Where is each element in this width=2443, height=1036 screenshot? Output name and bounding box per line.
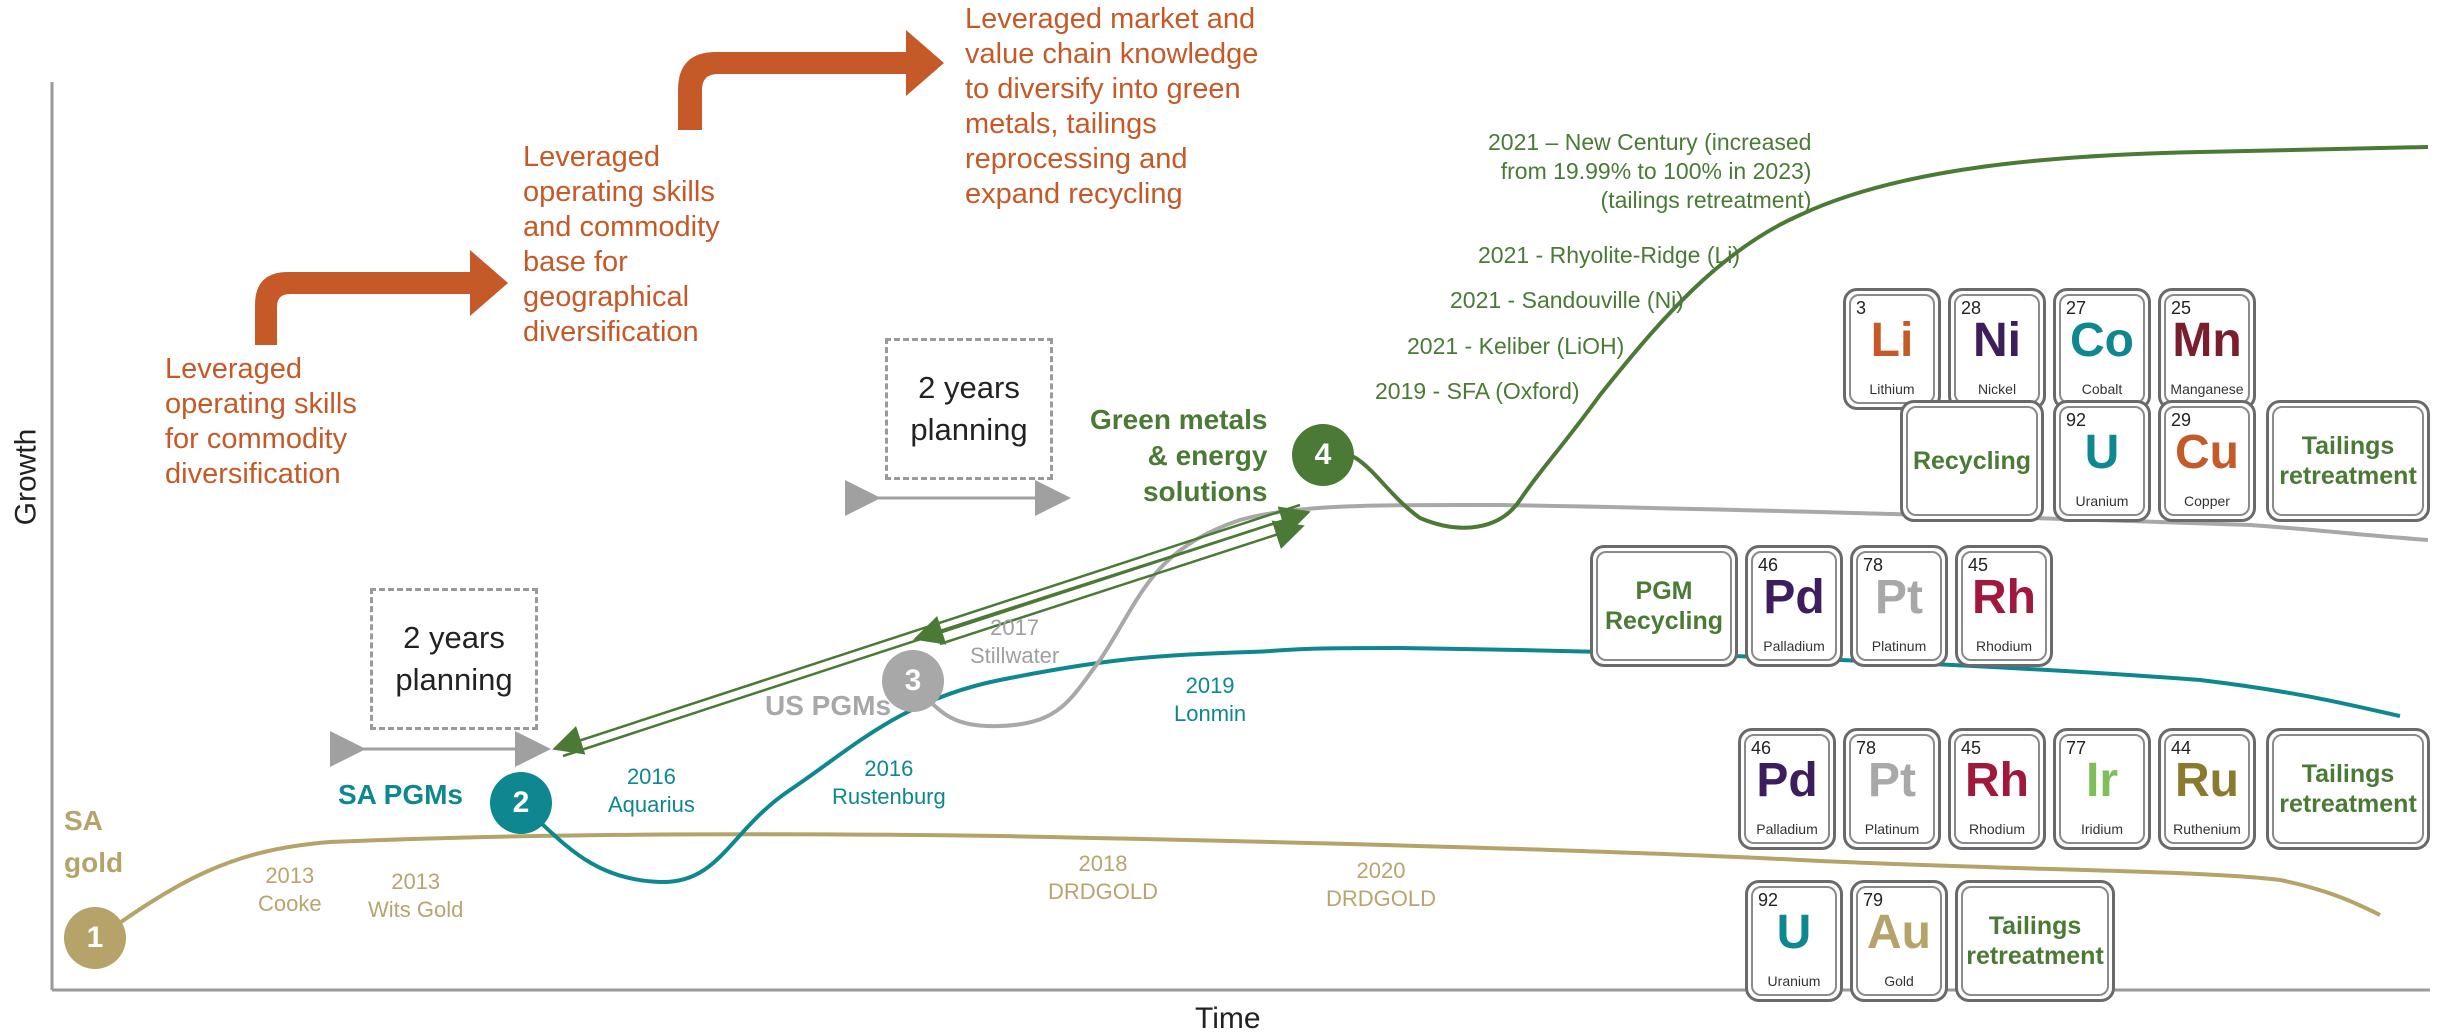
gold-curve (93, 832, 2381, 942)
x-axis-label: Time (1195, 1002, 1261, 1035)
event-new-century: 2021 – New Century (increased from 19.99… (1488, 129, 1812, 213)
event-lonmin: 2019 Lonmin (1174, 673, 1247, 726)
event-rustenburg: 2016 Rustenburg (832, 756, 946, 809)
tailings-tile-gold: Tailings retreatment (1955, 880, 2115, 1002)
phase3-text: Leveraged market and value chain knowled… (965, 3, 1259, 210)
event-aquarius: 2016 Aquarius (608, 764, 695, 817)
sa-pgm-curve (538, 645, 2401, 885)
stage-4-name: Green metals & energy solutions (1090, 404, 1268, 507)
stage-1-name: SA gold (64, 805, 124, 878)
stage-3-name: US PGMs (765, 690, 892, 721)
tailings-tile-green: Tailings retreatment (2266, 400, 2430, 522)
event-drdgold-2020: 2020 DRDGOLD (1326, 858, 1437, 911)
recycling-tile: Recycling (1900, 400, 2044, 522)
phase1-text: Leveraged operating skills for commodity… (165, 353, 357, 490)
y-axis-label: Growth (9, 428, 43, 526)
event-sfa-oxford: 2019 - SFA (Oxford) (1375, 378, 1580, 404)
event-cooke: 2013 Cooke (258, 863, 322, 916)
event-stillwater: 2017 Stillwater (970, 615, 1060, 668)
stage-4-circle: 4 (1292, 424, 1354, 486)
stage-3-circle: 3 (882, 650, 944, 712)
stage-1-circle: 1 (64, 907, 126, 969)
green-curve (1324, 145, 2429, 530)
stage-2-circle: 2 (490, 772, 552, 834)
phase2-text: Leveraged operating skills and commodity… (523, 141, 720, 348)
us-pgm-curve (916, 502, 2429, 729)
transition-arrow-us-upper (913, 513, 1301, 645)
planning-box-2: 2 years planning (885, 338, 1053, 480)
event-rhyolite-ridge: 2021 - Rhyolite-Ridge (Li) (1478, 242, 1741, 268)
planning-box-1: 2 years planning (370, 588, 538, 730)
phase1-arrow (255, 250, 508, 345)
event-wits-gold: 2013 Wits Gold (368, 869, 464, 922)
event-sandouville: 2021 - Sandouville (Ni) (1450, 287, 1684, 313)
event-keliber: 2021 - Keliber (LiOH) (1407, 333, 1625, 359)
stage-2-name: SA PGMs (338, 779, 463, 810)
tailings-tile-sa: Tailings retreatment (2266, 728, 2430, 850)
transition-arrow-us-lower (939, 520, 1305, 646)
pgm-recycling-tile: PGM Recycling (1590, 545, 1738, 667)
phase2-arrow (678, 30, 944, 130)
event-drdgold-2018: 2018 DRDGOLD (1048, 851, 1159, 904)
